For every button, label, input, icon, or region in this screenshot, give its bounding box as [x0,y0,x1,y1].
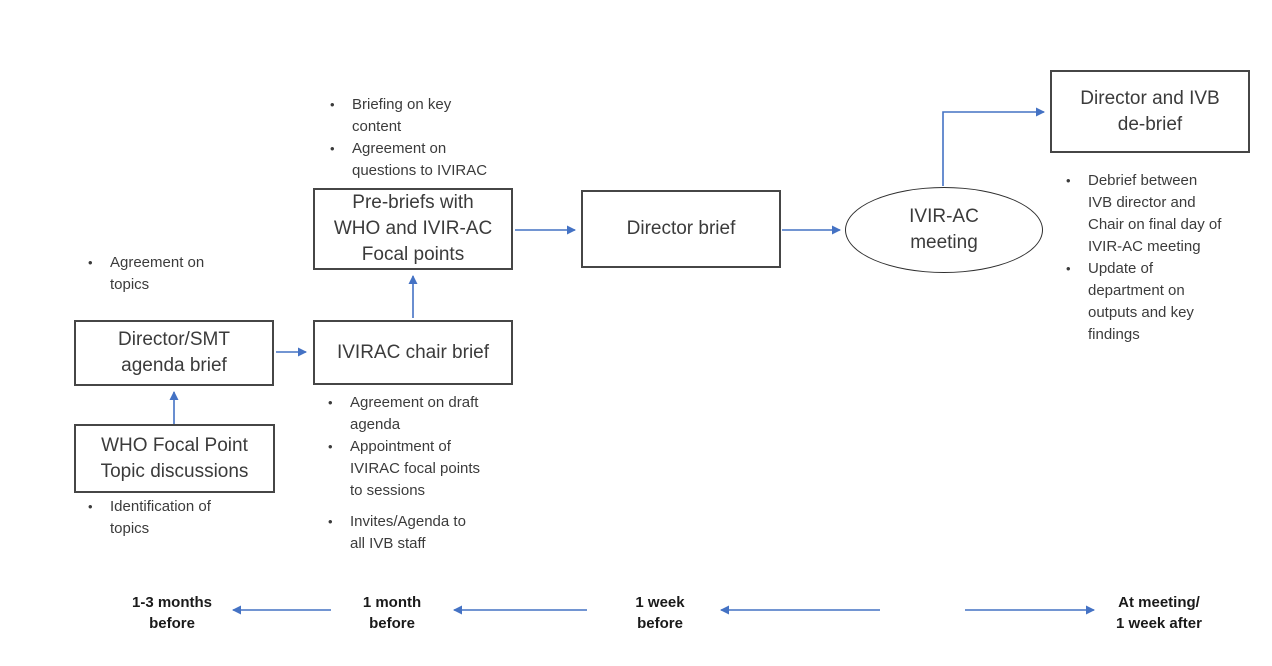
notes-agenda-outputs: • Agreement on topics [80,252,270,296]
bullet-text: Agreement on draft agenda [350,394,479,433]
bullet-text: Briefing on key content [352,96,452,135]
bullet-item: • Identification of topics [80,496,270,540]
notes-chair-brief-outputs: • Agreement on draft agenda • Appointmen… [320,392,530,555]
node-director-and-ivb-debrief: Director and IVB de-brief [1050,70,1250,153]
node-pre-briefs-focal-points: Pre-briefs with WHO and IVIR-AC Focal po… [313,188,513,270]
notes-topic-inputs: • Identification of topics [80,496,270,540]
bullet-item: • Agreement on questions to IVIRAC [322,138,522,182]
node-director-smt-agenda-brief: Director/SMT agenda brief [74,320,274,386]
timeline-label-1-3-months-before: 1-3 months before [131,594,212,632]
bullet-icon: • [88,499,93,514]
node-who-focal-point-topic-discussions: WHO Focal Point Topic discussions [74,424,275,493]
bullet-text: Agreement on questions to IVIRAC [352,140,488,179]
bullet-icon: • [328,514,333,529]
bullet-text: Debrief between IVB director and Chair o… [1088,172,1222,255]
notes-debrief-outputs: • Debrief between IVB director and Chair… [1058,170,1268,346]
timeline-label-1-month-before: 1 month before [362,594,422,632]
bullet-item: • Debrief between IVB director and Chair… [1058,170,1268,258]
notes-pre-brief-outputs: • Briefing on key content • Agreement on… [322,94,522,182]
bullet-icon: • [1066,173,1071,188]
bullet-icon: • [330,97,335,112]
bullet-text: Agreement on topics [110,254,205,293]
bullet-text: Identification of topics [110,498,211,537]
arrow-meeting-to-debrief [942,107,1045,186]
bullet-item: • Invites/Agenda to all IVB staff [320,511,530,555]
bullet-icon: • [328,395,333,410]
bullet-item: • Update of department on outputs and ke… [1058,258,1268,346]
bullet-item: • Agreement on topics [80,252,270,296]
node-director-brief: Director brief [581,190,781,268]
bullet-icon: • [328,439,333,454]
bullet-item: • Agreement on draft agenda [320,392,530,436]
bullet-icon: • [1066,261,1071,276]
timeline-label-1-week-before: 1 week before [635,594,685,632]
bullet-item: • Appointment of IVIRAC focal points to … [320,436,530,502]
bullet-text: Invites/Agenda to all IVB staff [350,513,466,552]
bullet-text: Update of department on outputs and key … [1088,260,1194,343]
node-ivir-ac-meeting: IVIR-AC meeting [845,187,1043,273]
timeline-label-at-meeting-1-week-after: At meeting/ 1 week after [1116,594,1202,632]
bullet-text: Appointment of IVIRAC focal points to se… [350,438,481,499]
bullet-icon: • [330,141,335,156]
node-ivirac-chair-brief: IVIRAC chair brief [313,320,513,385]
bullet-icon: • [88,255,93,270]
bullet-item: • Briefing on key content [322,94,522,138]
